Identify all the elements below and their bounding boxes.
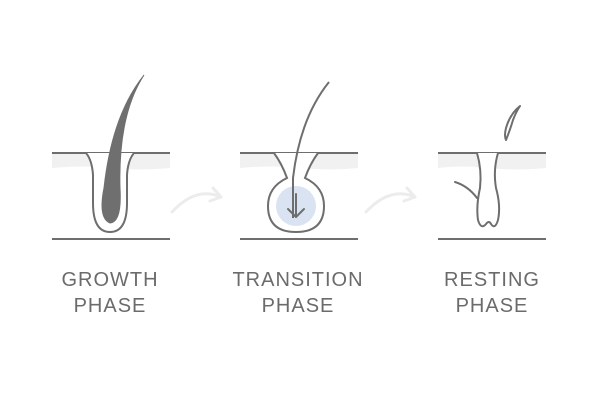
shrunken-follicle [476, 152, 501, 228]
phase-label-growth: GROWTH PHASE [25, 267, 195, 319]
transition-phase-illustration [240, 81, 358, 240]
hair-shaft [101, 74, 145, 224]
phase-label-line1: TRANSITION [232, 269, 364, 291]
shedding-hair [504, 105, 521, 141]
phase-label-transition: TRANSITION PHASE [213, 267, 383, 319]
phase-label-line2: PHASE [73, 295, 147, 317]
phase-label-line2: PHASE [261, 295, 335, 317]
phase-label-line2: PHASE [455, 295, 529, 317]
detached-hair-root [454, 181, 478, 199]
phase-label-line1: RESTING [444, 269, 540, 291]
phase-label-line1: GROWTH [61, 269, 159, 291]
resting-phase-illustration [438, 105, 546, 240]
phase-label-resting: RESTING PHASE [407, 267, 577, 319]
down-arrow-icon [287, 193, 305, 218]
hair-shaft [292, 81, 330, 218]
curved-arrow-icon [364, 186, 417, 214]
growth-phase-illustration [52, 74, 170, 240]
curved-arrow-icon [170, 186, 223, 214]
